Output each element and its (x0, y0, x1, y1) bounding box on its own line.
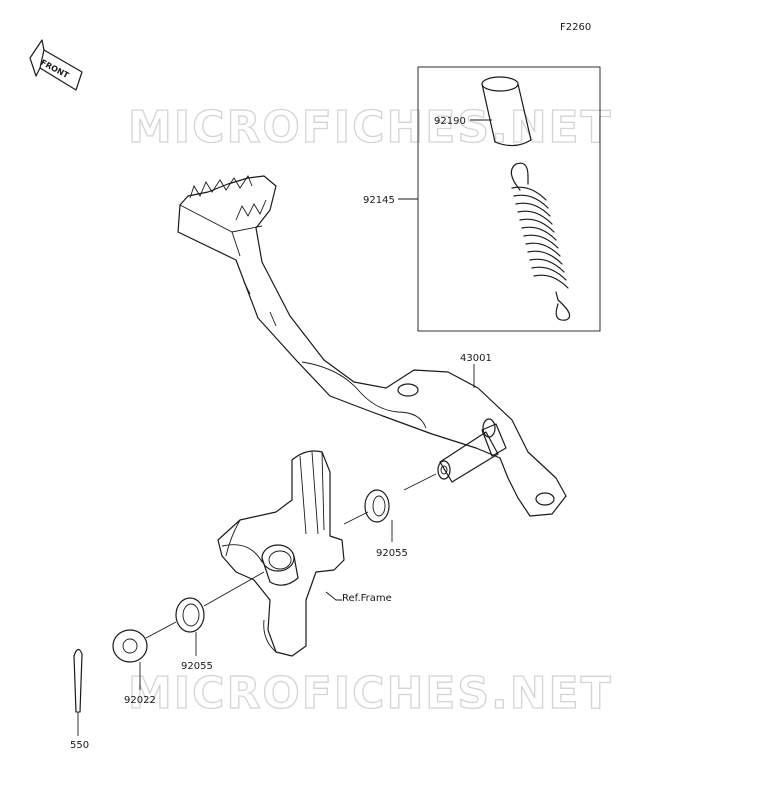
cotter-pin-550 (73, 648, 83, 713)
label-43001: 43001 (460, 353, 492, 364)
label-92190: 92190 (434, 116, 466, 127)
label-92055-right: 92055 (376, 548, 408, 559)
washer-92022 (112, 629, 148, 663)
washer-92055-left (175, 597, 205, 633)
watermark-top: MICROFICHES.NET (128, 102, 613, 153)
pedal-shaft (437, 418, 507, 483)
label-ref-frame: Ref.Frame (342, 593, 392, 604)
label-92145: 92145 (363, 195, 395, 206)
diagram-code: F2260 (560, 22, 591, 33)
watermark-bottom: MICROFICHES.NET (128, 668, 613, 719)
leader-lines (77, 119, 492, 736)
bushing-92190 (481, 76, 532, 147)
label-550: 550 (70, 740, 89, 751)
label-92022: 92022 (124, 695, 156, 706)
assembly-axis-lines (145, 473, 437, 639)
spring-92145 (510, 162, 571, 321)
frame-section (217, 450, 345, 657)
brake-pedal-43001 (177, 175, 567, 517)
front-arrow-icon: FRONT (29, 39, 83, 91)
label-92055-left: 92055 (181, 661, 213, 672)
washer-92055-right (364, 489, 390, 523)
